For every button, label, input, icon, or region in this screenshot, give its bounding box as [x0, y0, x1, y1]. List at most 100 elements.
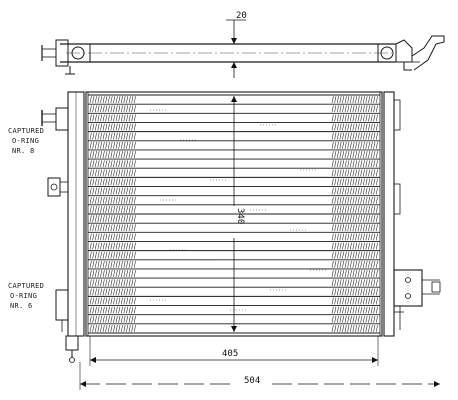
fin-mark [368, 151, 371, 158]
fin-mark [110, 96, 113, 104]
fin-mark [118, 233, 121, 241]
fin-mark [339, 141, 342, 149]
fin-mark [94, 196, 97, 204]
fin-mark [118, 242, 121, 250]
fin-mark [110, 242, 113, 250]
fin-mark [370, 288, 373, 296]
fin-mark [115, 96, 118, 104]
fin-mark [105, 297, 108, 305]
fin-mark [115, 297, 118, 305]
fin-mark [105, 123, 108, 131]
fin-mark [339, 205, 342, 213]
fin-mark [97, 141, 100, 149]
fin-mark [126, 123, 129, 131]
fin-mark [131, 215, 134, 223]
lower-oring-line1: CAPTURED [8, 282, 44, 290]
fin-mark [89, 242, 92, 250]
fin-mark [100, 251, 103, 259]
fin-mark [133, 297, 136, 305]
fin-mark [100, 215, 103, 223]
core-fins [89, 96, 378, 332]
fin-mark [355, 251, 358, 259]
fin-mark [355, 270, 358, 277]
fin-mark [360, 270, 363, 277]
fin-mark [365, 141, 368, 149]
fin-mark [110, 224, 113, 232]
fin-mark [331, 297, 334, 305]
fin-mark [360, 324, 363, 332]
fin-mark [352, 105, 355, 113]
fin-mark [370, 141, 373, 149]
fin-mark [352, 96, 355, 104]
fin-mark [360, 96, 363, 104]
fin-mark [355, 123, 358, 131]
fin-mark [118, 205, 121, 213]
fin-mark [342, 196, 345, 204]
fin-mark [339, 306, 342, 314]
fin-mark [370, 251, 373, 259]
fin-mark [331, 141, 334, 149]
fin-mark [375, 160, 378, 168]
fin-mark [344, 187, 347, 195]
fin-mark [362, 251, 365, 259]
fin-mark [360, 178, 363, 186]
fin-mark [342, 151, 345, 158]
fin-mark [375, 123, 378, 131]
lower-left-fitting [55, 289, 79, 363]
fin-mark [92, 160, 95, 168]
fin-mark [100, 205, 103, 213]
fin-mark [336, 196, 339, 204]
fin-mark [355, 132, 358, 140]
fin-mark [352, 141, 355, 149]
fin-mark [331, 114, 334, 122]
fin-mark [131, 251, 134, 259]
fin-mark [102, 196, 105, 204]
fin-mark [128, 233, 131, 241]
fin-mark [349, 260, 352, 268]
fin-mark [123, 297, 126, 305]
fin-mark [331, 96, 334, 104]
fin-mark [357, 306, 360, 314]
fin-mark [352, 169, 355, 177]
fin-mark [355, 141, 358, 149]
fin-mark [347, 306, 350, 314]
fin-mark [89, 306, 92, 314]
fin-mark [373, 315, 376, 323]
fin-mark [131, 297, 134, 305]
fin-mark [355, 96, 358, 104]
fin-mark [370, 324, 373, 332]
fin-mark [368, 178, 371, 186]
fin-mark [115, 215, 118, 223]
fin-mark [370, 96, 373, 104]
fin-mark [123, 315, 126, 323]
fin-mark [344, 160, 347, 168]
fin-mark [370, 114, 373, 122]
fin-mark [89, 205, 92, 213]
fin-mark [355, 205, 358, 213]
fin-mark [115, 123, 118, 131]
fin-mark [97, 105, 100, 113]
fin-mark [115, 233, 118, 241]
fin-mark [102, 224, 105, 232]
fin-mark [100, 270, 103, 277]
fin-mark [336, 270, 339, 277]
fin-mark [120, 169, 123, 177]
fin-mark [97, 279, 100, 287]
fin-mark [331, 196, 334, 204]
fin-mark [360, 306, 363, 314]
fin-mark [126, 215, 129, 223]
fin-mark [357, 270, 360, 277]
fin-mark [94, 187, 97, 195]
fin-mark [97, 288, 100, 296]
fin-mark [334, 205, 337, 213]
fin-mark [107, 224, 110, 232]
fin-mark [110, 215, 113, 223]
fin-mark [92, 288, 95, 296]
fin-mark [342, 205, 345, 213]
fin-mark [120, 260, 123, 268]
fin-mark [120, 242, 123, 250]
fin-mark [107, 114, 110, 122]
fin-mark [94, 105, 97, 113]
fin-mark [352, 288, 355, 296]
fin-mark [133, 169, 136, 177]
